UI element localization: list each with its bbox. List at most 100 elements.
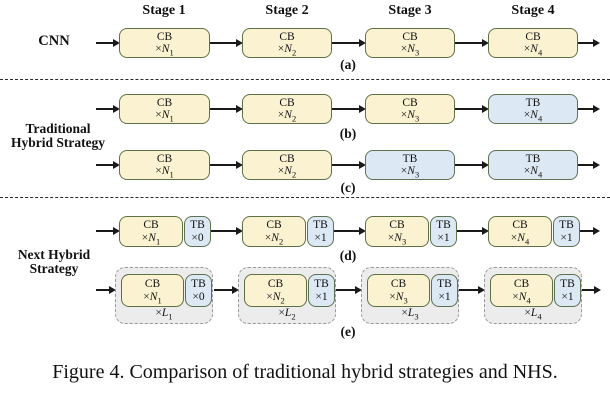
block-count: ×N4 (524, 109, 543, 124)
block-count: ×N3 (400, 165, 420, 180)
block-type: TB (436, 219, 451, 231)
block-type: CB (156, 152, 173, 165)
flow-arrow (96, 227, 120, 235)
block-count: ×0 (192, 291, 204, 304)
stage-group: CB ×N3 TB ×1 ×L3 (361, 267, 459, 324)
count-symbol: 1 (320, 231, 327, 244)
cb-block: CB ×N2 (242, 216, 306, 247)
cb-block: CB ×N3 (365, 216, 429, 247)
cb-block: CB ×N2 (242, 150, 332, 180)
count-symbol: N (148, 231, 156, 244)
flow-arrow (96, 39, 120, 47)
times-sign: × (400, 43, 408, 55)
times-sign: × (389, 290, 396, 303)
block-type: TB (437, 278, 452, 290)
cb-block: CB ×N2 (244, 274, 307, 307)
block-count: ×N2 (266, 290, 284, 305)
block-count: ×N1 (155, 43, 173, 57)
count-subscript: 3 (414, 311, 419, 322)
times-sign: × (510, 231, 518, 244)
flow-arrow (332, 161, 366, 169)
count-subscript: 1 (157, 294, 162, 305)
count-symbol: N (161, 165, 170, 177)
block-count: ×N2 (278, 109, 297, 124)
block-count: ×1 (315, 291, 327, 304)
panel-label-e: (e) (340, 324, 356, 339)
times-sign: × (155, 43, 162, 55)
flow-arrow (214, 286, 239, 294)
block-type: CB (402, 96, 418, 109)
count-symbol: N (161, 109, 170, 121)
block-count: ×N4 (512, 290, 530, 305)
block-type: CB (402, 30, 418, 43)
count-subscript: 4 (537, 113, 543, 124)
block-count: ×N3 (387, 231, 407, 246)
next-row-label-line2: Strategy (29, 260, 79, 276)
times-sign: × (401, 307, 408, 319)
flow-arrow (459, 286, 485, 294)
figure-caption: Figure 4. Comparison of traditional hybr… (52, 361, 558, 383)
times-sign: × (387, 231, 395, 244)
count-symbol: N (284, 43, 292, 55)
block-count: ×N3 (401, 109, 420, 124)
count-symbol: N (272, 290, 281, 303)
count-symbol: 1 (443, 231, 450, 244)
count-symbol: N (407, 43, 415, 55)
count-subscript: 3 (414, 113, 420, 124)
times-sign: × (523, 165, 531, 177)
times-sign: × (400, 165, 408, 177)
times-sign: × (560, 231, 567, 244)
block-type: TB (525, 152, 541, 165)
flow-arrow (332, 105, 366, 113)
block-type: TB (313, 219, 328, 231)
panel-label-a: (a) (340, 57, 356, 72)
flow-arrow (457, 227, 489, 235)
stage-4-header: Stage 4 (511, 3, 555, 18)
count-symbol: L (284, 307, 292, 319)
stage-1-header: Stage 1 (142, 3, 186, 18)
flow-arrow (96, 161, 120, 169)
count-symbol: 0 (198, 290, 205, 303)
count-subscript: 2 (278, 235, 284, 246)
count-symbol: L (530, 307, 538, 319)
cb-block: CB ×N3 (365, 94, 455, 124)
count-subscript: 1 (155, 235, 161, 246)
block-type: CB (156, 30, 173, 43)
stage-2-header: Stage 2 (265, 3, 309, 18)
count-symbol: N (530, 43, 538, 55)
cb-block: CB ×N1 (119, 94, 210, 124)
flow-arrow (334, 227, 366, 235)
count-subscript: 4 (524, 235, 530, 246)
count-subscript: 2 (291, 113, 297, 124)
block-type: CB (525, 30, 541, 43)
block-count: ×N2 (278, 165, 297, 180)
block-count: ×N1 (155, 165, 173, 179)
block-type: CB (279, 30, 295, 43)
count-subscript: 3 (401, 235, 407, 246)
flow-arrow (455, 105, 489, 113)
block-count: ×N3 (389, 290, 407, 305)
count-symbol: N (407, 109, 415, 121)
count-symbol: 1 (444, 290, 451, 303)
block-type: TB (525, 96, 541, 109)
count-symbol: N (518, 290, 527, 303)
count-subscript: 3 (414, 169, 420, 180)
traditional-row-label: Traditional Hybrid Strategy (2, 122, 114, 149)
times-sign: × (266, 290, 273, 303)
block-count: ×N4 (523, 165, 542, 179)
times-sign: × (561, 290, 568, 303)
flow-arrow (211, 227, 243, 235)
flow-arrow (210, 105, 243, 113)
count-symbol: L (407, 307, 415, 319)
dashed-divider (0, 79, 610, 80)
count-subscript: 2 (291, 169, 297, 180)
cb-block: CB ×N3 (365, 28, 455, 58)
block-type: CB (513, 278, 530, 290)
block-type: CB (143, 219, 159, 231)
tb-block: TB ×1 (430, 216, 457, 247)
times-sign: × (191, 231, 198, 244)
traditional-row-label-line2: Hybrid Strategy (10, 134, 106, 150)
tb-block: TB ×1 (308, 274, 335, 307)
count-subscript: 2 (291, 311, 296, 322)
